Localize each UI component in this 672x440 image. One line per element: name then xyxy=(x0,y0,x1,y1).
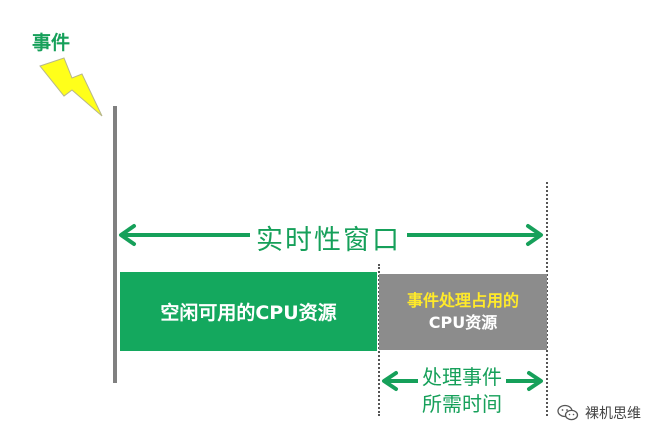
processing-time-line2: 所需时间 xyxy=(422,392,502,416)
processing-time-line1: 处理事件 xyxy=(418,365,506,389)
realtime-window-label: 实时性窗口 xyxy=(250,218,407,257)
event-timeline xyxy=(113,106,117,383)
wechat-icon xyxy=(557,404,579,421)
idle-cpu-block: 空闲可用的CPU资源 xyxy=(120,272,377,351)
watermark-text: 裸机思维 xyxy=(585,406,641,422)
busy-cpu-label-line1: 事件处理占用的 xyxy=(406,291,519,310)
busy-cpu-block: 事件处理占用的 CPU资源 xyxy=(379,274,547,350)
lightning-icon xyxy=(39,57,103,117)
processing-time-label: 处理事件 所需时间 xyxy=(392,364,532,418)
idle-cpu-label: 空闲可用的CPU资源 xyxy=(160,302,337,324)
window-end-line xyxy=(546,182,548,416)
event-label: 事件 xyxy=(32,32,71,54)
busy-cpu-label-line2: CPU资源 xyxy=(428,313,498,332)
watermark: 裸机思维 xyxy=(557,403,641,423)
